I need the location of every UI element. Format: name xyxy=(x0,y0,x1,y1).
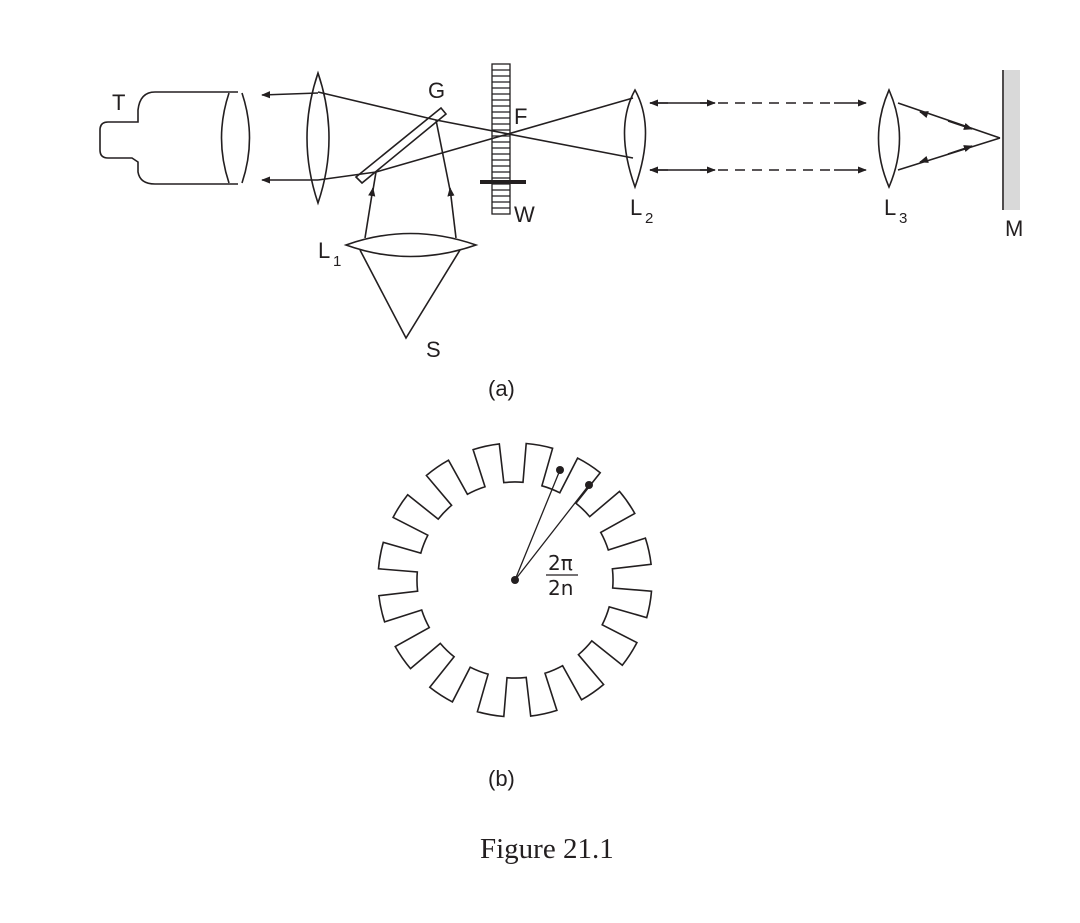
ray-to-mirror-top xyxy=(919,111,929,118)
ray-cross-2 xyxy=(375,97,634,173)
angle-line-2 xyxy=(514,484,590,581)
label-glass-plate: G xyxy=(428,78,445,103)
ray-l1-left xyxy=(364,187,376,239)
glass-plate xyxy=(354,106,448,185)
label-lens-l1-sub: 1 xyxy=(333,253,341,270)
label-wheel: W xyxy=(514,202,535,227)
ray-to-mirror-bottom xyxy=(919,156,929,163)
lens-l2 xyxy=(623,88,647,190)
label-lens-l2-sub: 2 xyxy=(645,210,653,227)
toothed-wheel xyxy=(377,442,653,718)
parallel-beam xyxy=(649,99,867,174)
toothed-wheel-edge xyxy=(480,63,526,215)
label-focus: F xyxy=(514,104,527,129)
telescope xyxy=(99,91,251,185)
diagram-part-b: 2π 2n (b) xyxy=(377,442,653,791)
source-rays xyxy=(359,249,461,340)
objective-lens xyxy=(306,70,330,206)
lens-l3 xyxy=(877,88,901,190)
label-part-b: (b) xyxy=(488,766,515,791)
lens-l1 xyxy=(343,232,479,258)
ray-to-telescope-top xyxy=(261,91,319,99)
label-lens-l3-sub: 3 xyxy=(899,210,907,227)
mirror xyxy=(1002,70,1020,210)
ray-cross-1 xyxy=(435,119,634,159)
angle-line-1 xyxy=(514,469,561,581)
label-telescope: T xyxy=(112,90,125,115)
tooth-dot-2 xyxy=(585,481,593,489)
label-lens-l1: L xyxy=(318,238,330,263)
angle-numerator: 2π xyxy=(548,551,573,575)
angle-denominator: 2n xyxy=(548,576,573,600)
label-part-a: (a) xyxy=(488,376,515,401)
center-dot xyxy=(511,576,519,584)
label-lens-l2: L xyxy=(630,195,642,220)
label-source: S xyxy=(426,337,441,362)
ray-l1-right xyxy=(447,187,457,239)
label-mirror: M xyxy=(1005,216,1023,241)
tooth-dot-1 xyxy=(556,466,564,474)
figure-caption: Figure 21.1 xyxy=(480,833,614,865)
diagram-part-a: T G F W L 1 L 2 L 3 M S (a) xyxy=(99,63,1023,401)
label-lens-l3: L xyxy=(884,195,896,220)
